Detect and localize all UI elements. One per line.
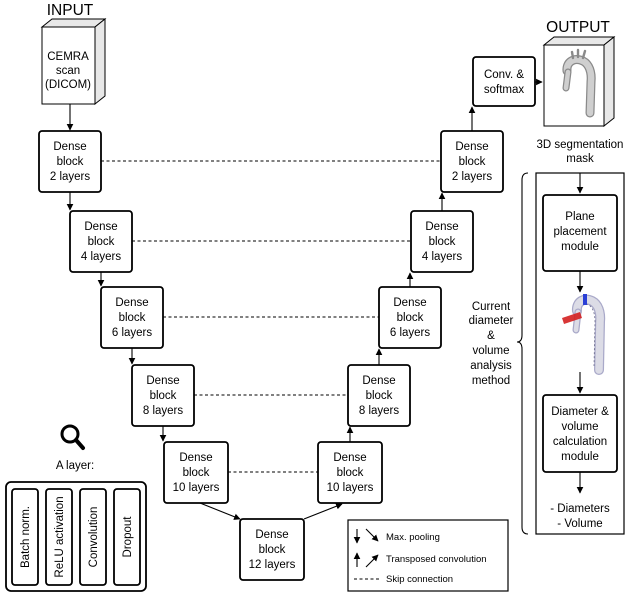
- block-text: Dense: [115, 297, 148, 309]
- analysis-label-line-5: analysis: [470, 360, 512, 372]
- input-scan-line-3: (DICOM): [45, 79, 91, 91]
- output-heading: OUTPUT: [546, 19, 610, 36]
- dense-block-dec3: Dense block 6 layers: [378, 286, 442, 349]
- block-text: block: [150, 390, 177, 402]
- block-text: Dense: [146, 375, 179, 387]
- block-text: block: [259, 544, 286, 556]
- conv-softmax-block: Conv. & softmax: [472, 56, 536, 107]
- block-text: volume: [561, 421, 598, 433]
- block-text: module: [561, 451, 599, 463]
- layer-op-text: Convolution: [88, 507, 100, 568]
- block-text: Conv. &: [484, 69, 524, 81]
- legend-skip-connection-label: Skip connection: [386, 574, 453, 585]
- arrow-maxpool-5: [199, 502, 241, 520]
- arrow-upconv-1: [303, 503, 343, 520]
- block-text: block: [88, 236, 115, 248]
- layer-title: A layer:: [56, 460, 94, 472]
- input-heading: INPUT: [47, 2, 94, 19]
- block-text: 8 layers: [359, 405, 400, 417]
- input-scan-line-2: scan: [56, 65, 80, 77]
- block-text: block: [57, 156, 84, 168]
- aorta-mesh-icon: [562, 48, 596, 118]
- output-volume: - Volume: [557, 518, 602, 530]
- segmentation-caption-line-2: mask: [566, 153, 594, 165]
- block-text: 6 layers: [390, 327, 431, 339]
- legend-max-pooling: Max. pooling: [353, 528, 440, 544]
- block-text: 2 layers: [50, 171, 91, 183]
- analysis-label-line-6: method: [472, 375, 510, 387]
- block-text: softmax: [484, 84, 525, 96]
- dense-block-dec5: Dense block 10 layers: [317, 441, 383, 504]
- input-scan-line-1: CEMRA: [47, 51, 89, 63]
- dense-block-dec1: Dense block 2 layers: [440, 130, 504, 193]
- analysis-bracket: [516, 172, 529, 535]
- block-text: Dense: [333, 452, 366, 464]
- block-text: Dense: [425, 221, 458, 233]
- legend-transposed-conv: Transposed convolution: [353, 552, 487, 568]
- layer-panel: [5, 481, 147, 592]
- analysis-label-line-2: diameter: [469, 315, 514, 327]
- layer-op-convolution: Convolution: [79, 488, 107, 586]
- diameter-volume-calculation-module: Diameter & volume calculation module: [542, 394, 618, 473]
- block-text: block: [397, 312, 424, 324]
- block-text: 2 layers: [452, 171, 493, 183]
- block-text: placement: [553, 226, 607, 238]
- dense-block-dec2: Dense block 4 layers: [410, 210, 474, 273]
- block-text: Dense: [362, 375, 395, 387]
- aorta-plane-icon: [562, 294, 606, 375]
- block-text: Dense: [179, 452, 212, 464]
- block-text: Dense: [255, 529, 288, 541]
- legend-box: [347, 519, 509, 592]
- dense-block-enc5: Dense block 10 layers: [163, 441, 229, 504]
- layer-op-text: Batch norm.: [20, 506, 32, 568]
- layer-op-text: Dropout: [122, 516, 134, 558]
- block-text: Diameter &: [551, 406, 609, 418]
- block-text: 8 layers: [143, 405, 184, 417]
- block-text: block: [459, 156, 486, 168]
- dense-block-enc2: Dense block 4 layers: [69, 210, 133, 273]
- analysis-label-line-3: &: [487, 330, 495, 342]
- layer-op-dropout: Dropout: [113, 488, 141, 586]
- layer-op-relu: ReLU activation: [45, 488, 73, 586]
- dense-block-dec4: Dense block 8 layers: [347, 364, 411, 427]
- layer-op-batch-norm: Batch norm.: [11, 488, 39, 586]
- block-text: Dense: [393, 297, 426, 309]
- block-text: Plane: [565, 211, 594, 223]
- input-scan-volume: CEMRA scan (DICOM): [40, 17, 107, 106]
- analysis-label-line-4: volume: [472, 345, 509, 357]
- output-diameters: - Diameters: [550, 503, 610, 515]
- block-text: Dense: [455, 141, 488, 153]
- block-text: 10 layers: [173, 482, 220, 494]
- dense-block-enc1: Dense block 2 layers: [38, 130, 102, 193]
- block-text: block: [183, 467, 210, 479]
- block-text: block: [366, 390, 393, 402]
- legend-diag-down-arrow: [365, 528, 379, 542]
- block-text: 4 layers: [422, 251, 463, 263]
- block-text: block: [119, 312, 146, 324]
- block-text: block: [429, 236, 456, 248]
- dense-block-enc4: Dense block 8 layers: [131, 364, 195, 427]
- legend-transposed-conv-label: Transposed convolution: [386, 554, 487, 565]
- dense-block-bottleneck: Dense block 12 layers: [239, 518, 305, 581]
- segmentation-mask-volume: [542, 35, 616, 128]
- block-text: Dense: [84, 221, 117, 233]
- magnifier-icon: [60, 424, 85, 450]
- block-text: block: [337, 467, 364, 479]
- plane-placement-module: Plane placement module: [542, 194, 618, 272]
- dense-block-enc3: Dense block 6 layers: [100, 286, 164, 349]
- analysis-label-line-1: Current: [472, 301, 511, 313]
- legend-skip-connection: Skip connection: [354, 574, 453, 585]
- legend-max-pooling-label: Max. pooling: [386, 532, 440, 543]
- legend-diag-up-arrow: [365, 554, 379, 568]
- block-text: calculation: [553, 436, 607, 448]
- block-text: Dense: [53, 141, 86, 153]
- block-text: 10 layers: [327, 482, 374, 494]
- block-text: 4 layers: [81, 251, 122, 263]
- block-text: 6 layers: [112, 327, 153, 339]
- block-text: 12 layers: [249, 559, 296, 571]
- block-text: module: [561, 241, 599, 253]
- layer-op-text: ReLU activation: [54, 496, 66, 577]
- segmentation-caption-line-1: 3D segmentation: [537, 139, 624, 151]
